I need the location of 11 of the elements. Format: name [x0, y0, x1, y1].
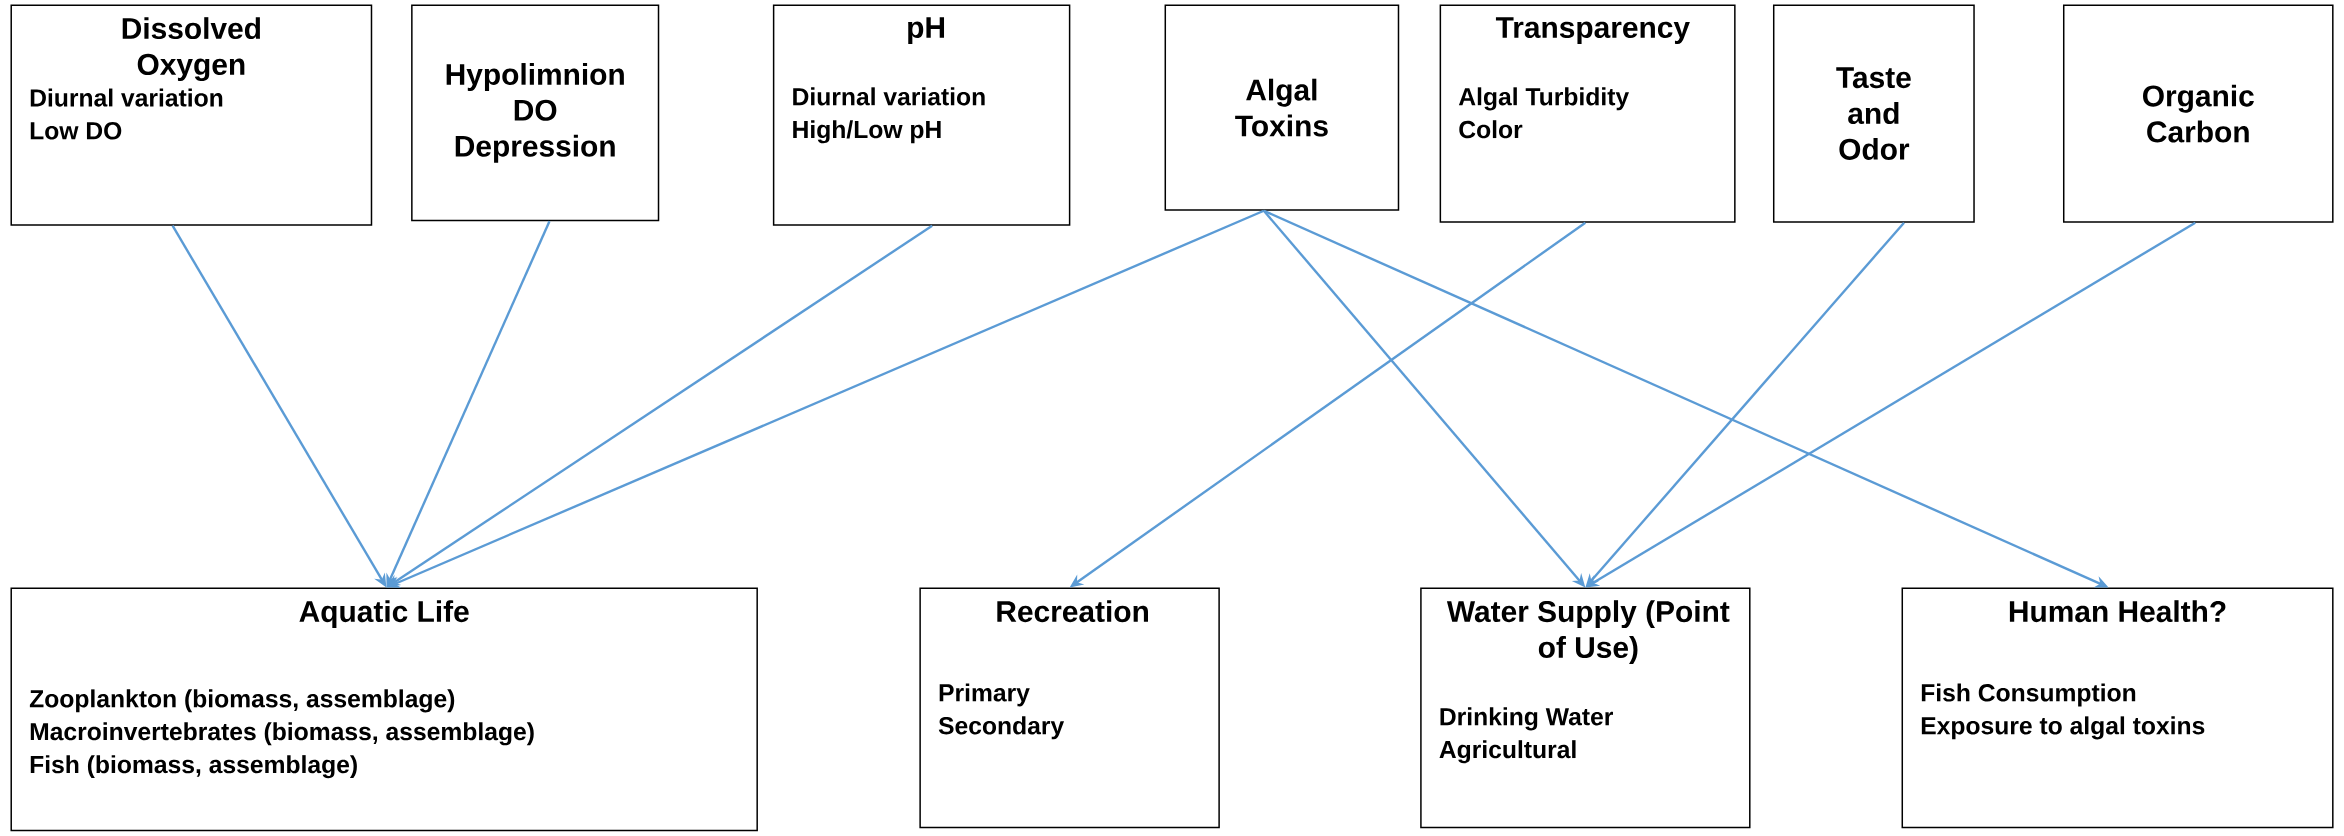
- concept-box: Hypolimnion DO Depression: [411, 4, 660, 222]
- concept-box: Dissolved Oxygen Diurnal variation Low DO: [10, 4, 373, 226]
- concept-box: Taste and Odor: [1772, 4, 1975, 223]
- concept-box: Organic Carbon: [2063, 4, 2334, 223]
- concept-box: Water Supply (Point of Use) Drinking Water Agricultural: [1420, 587, 1751, 829]
- concept-box: Algal Toxins: [1164, 4, 1400, 211]
- concept-box: pH Diurnal variation High/Low pH: [772, 4, 1071, 226]
- concept-box: Human Health? Fish Consumption Exposure to algal toxins: [1901, 587, 2334, 829]
- concept-box: Aquatic Life Zooplankton (biomass, assemblage) Macroinvertebrates (biomass, assemblage) Fish (biomass, assemblage): [10, 587, 758, 832]
- concept-box: Transparency Algal Turbidity Color: [1439, 4, 1736, 223]
- concept-box: Recreation Primary Secondary: [919, 587, 1220, 829]
